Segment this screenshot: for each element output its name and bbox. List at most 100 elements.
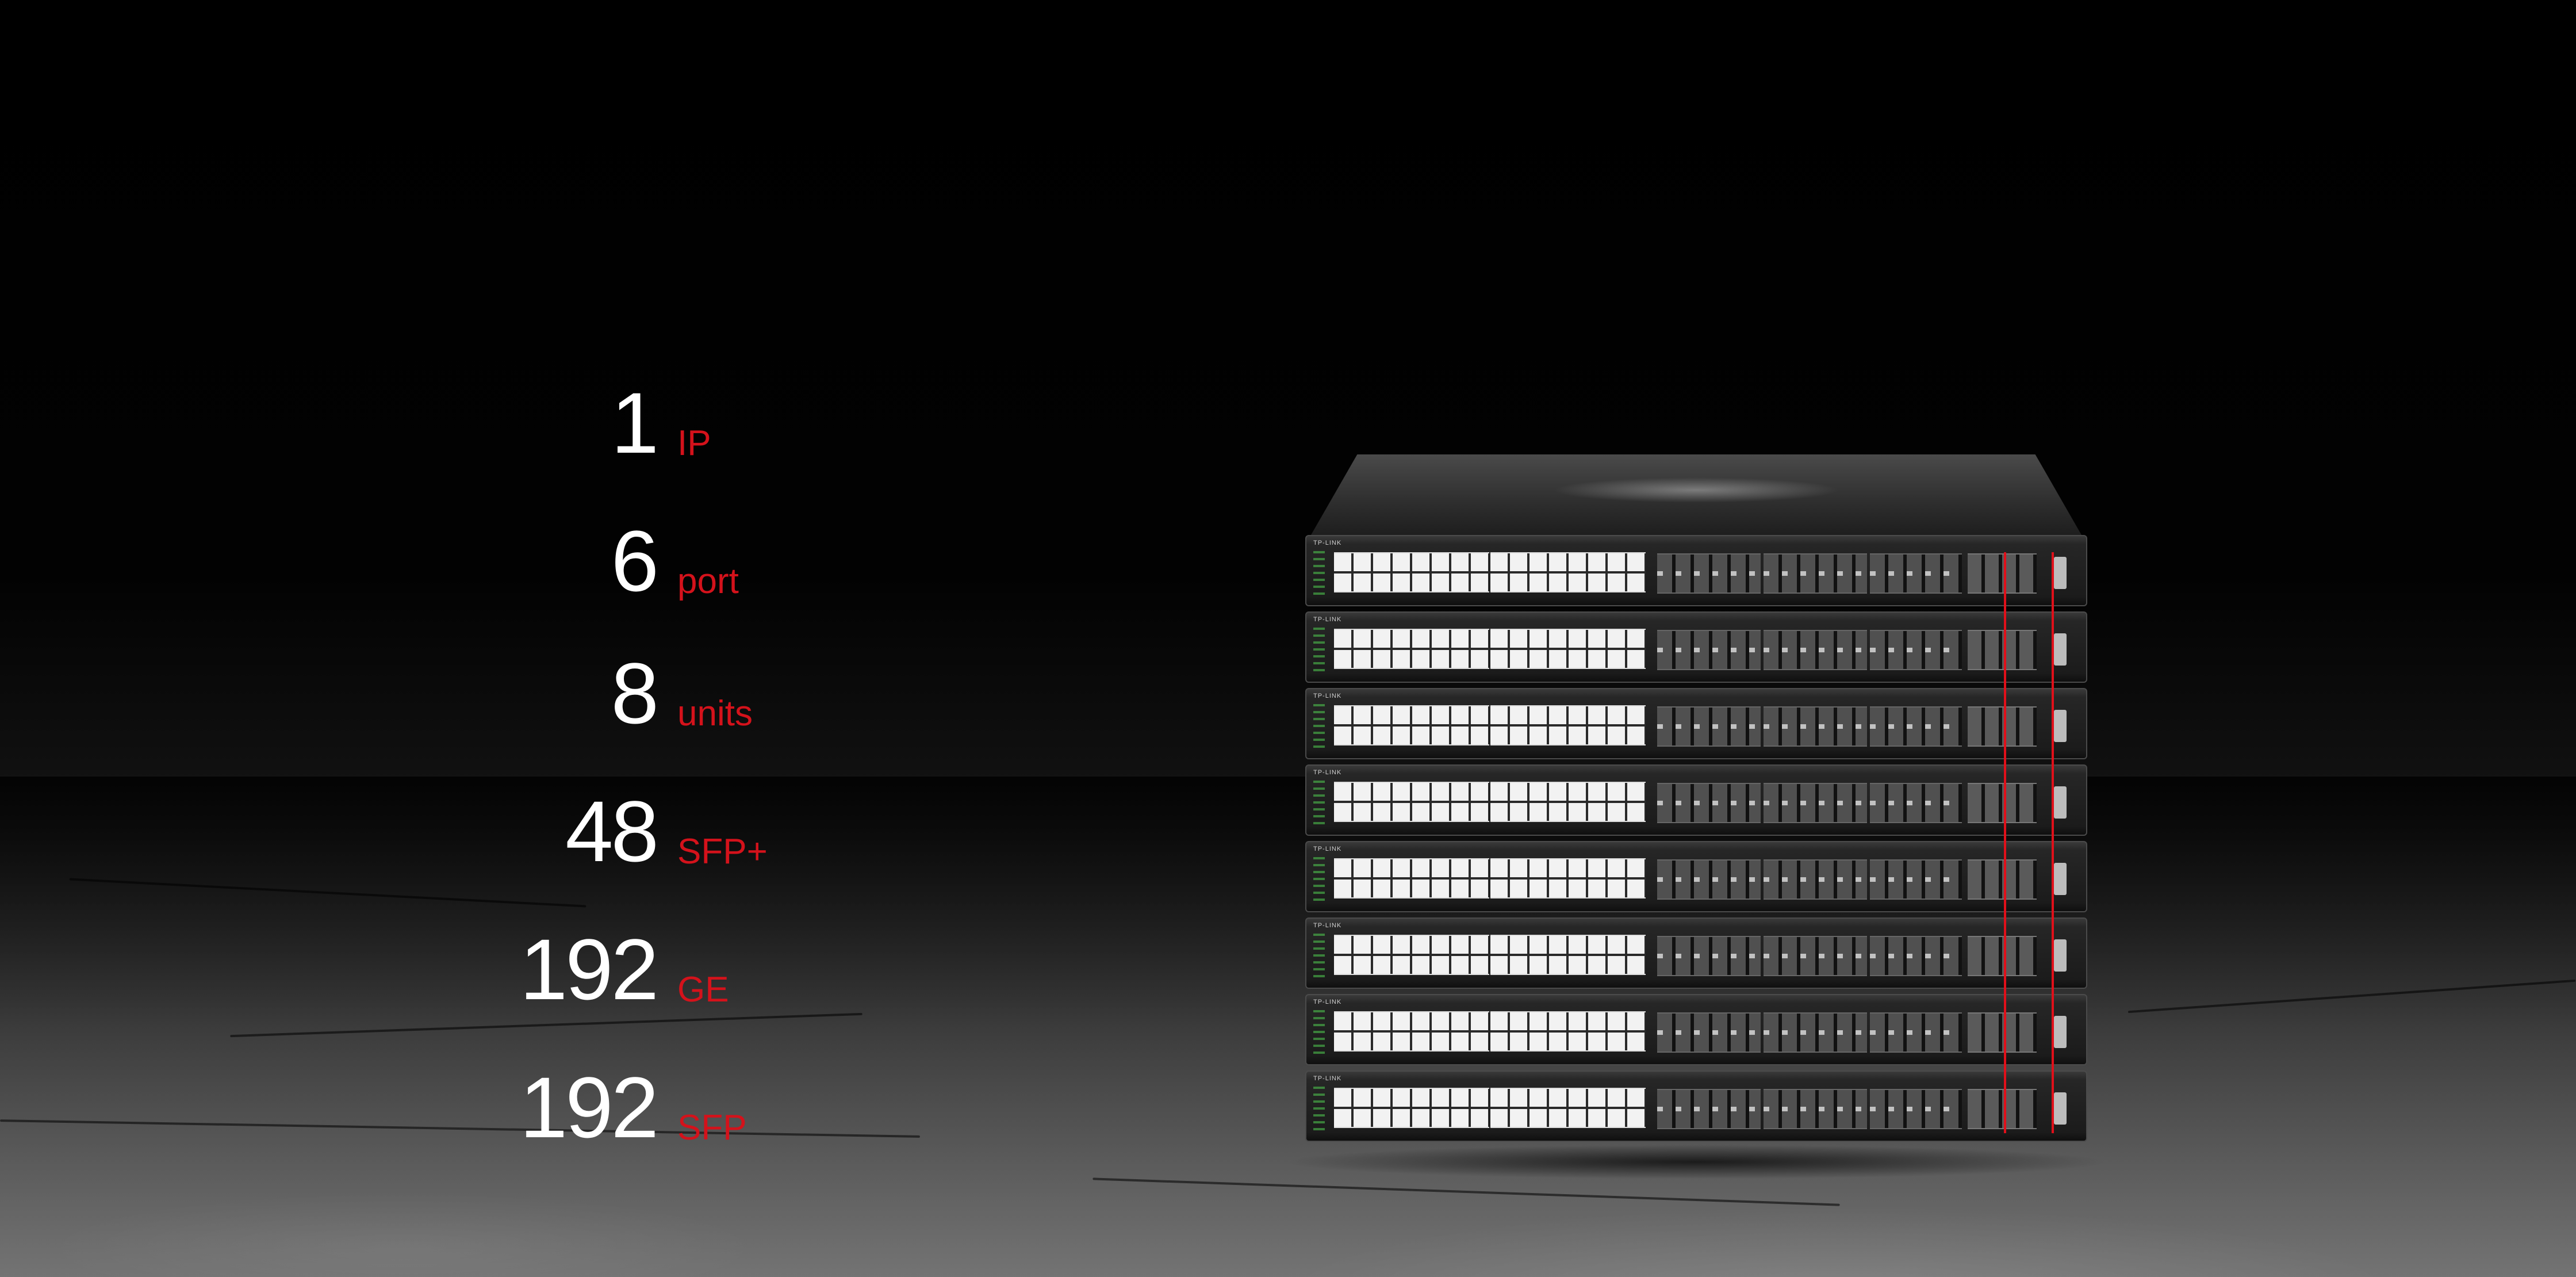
- sfp-plus-port-group: [1968, 1089, 2037, 1129]
- rj45-port-group: [1490, 1088, 1646, 1128]
- sfp-port-group: [1657, 1089, 1761, 1129]
- sfp-port-group: [1657, 859, 1761, 900]
- sfp-port-group: [1657, 936, 1761, 976]
- switch-unit: TP-LINK: [1305, 841, 2087, 912]
- rj45-port-group: [1490, 858, 1646, 899]
- sfp-port-group: [1870, 553, 1962, 594]
- rj45-port-group: [1334, 782, 1489, 822]
- sfp-plus-port-group: [1968, 553, 2037, 594]
- stack-shadow: [1282, 1145, 2110, 1179]
- concrete-floor: [0, 777, 2576, 1277]
- stat-unit: IP: [677, 423, 711, 463]
- stat-value: 192: [519, 921, 659, 1018]
- stat-unit: port: [677, 561, 739, 601]
- switch-brand-label: TP-LINK: [1313, 846, 1342, 852]
- switch-brand-label: TP-LINK: [1313, 540, 1342, 546]
- stat-list: 1 IP 6 port 8 units 48 SFP+ 192 GE 192 S…: [0, 0, 805, 1277]
- switch-unit: TP-LINK: [1305, 764, 2087, 836]
- rj45-port-group: [1334, 935, 1489, 975]
- sfp-port-group: [1764, 1012, 1867, 1053]
- stat-sfp: 192 SFP: [0, 1053, 805, 1168]
- floor-crack: [1092, 1177, 1840, 1206]
- rj45-port-group: [1490, 552, 1646, 592]
- stat-value: 8: [611, 645, 659, 741]
- switch-lid: [1311, 454, 2082, 535]
- switch-unit: TP-LINK: [1305, 1070, 2087, 1142]
- sfp-port-group: [1764, 630, 1867, 670]
- sfp-port-group: [1764, 706, 1867, 747]
- sfp-port-group: [1764, 936, 1867, 976]
- sfp-port-group: [1764, 783, 1867, 823]
- sfp-plus-port-group: [1968, 630, 2037, 670]
- rj45-port-group: [1490, 705, 1646, 745]
- rj45-port-group: [1490, 1011, 1646, 1052]
- rj45-port-group: [1334, 858, 1489, 899]
- rj45-port-group: [1490, 629, 1646, 669]
- switch-unit: TP-LINK: [1305, 917, 2087, 989]
- switch-brand-label: TP-LINK: [1313, 769, 1342, 776]
- sfp-port-group: [1870, 630, 1962, 670]
- stat-ge: 192 GE: [0, 915, 805, 1030]
- stat-unit: GE: [677, 970, 729, 1010]
- rj45-port-group: [1334, 552, 1489, 592]
- switch-unit: TP-LINK: [1305, 688, 2087, 759]
- sfp-plus-port-group: [1968, 706, 2037, 747]
- status-leds: [1313, 781, 1325, 827]
- sfp-port-group: [1657, 553, 1761, 594]
- stat-port: 6 port: [0, 506, 805, 621]
- stack-cable: [2004, 552, 2006, 1133]
- rj45-port-group: [1490, 935, 1646, 975]
- sfp-port-group: [1657, 1012, 1761, 1053]
- floor-crack: [2128, 979, 2576, 1014]
- switch-brand-label: TP-LINK: [1313, 1075, 1342, 1082]
- status-leds: [1313, 1087, 1325, 1133]
- stat-value: 6: [611, 513, 659, 609]
- switch-brand-label: TP-LINK: [1313, 922, 1342, 929]
- console-port: [2054, 939, 2067, 972]
- console-port: [2054, 786, 2067, 819]
- sfp-port-group: [1870, 783, 1962, 823]
- status-leds: [1313, 934, 1325, 980]
- rj45-port-group: [1490, 782, 1646, 822]
- switch-brand-label: TP-LINK: [1313, 999, 1342, 1005]
- switch-unit: TP-LINK: [1305, 994, 2087, 1065]
- stat-units: 8 units: [0, 638, 805, 754]
- status-leds: [1313, 1010, 1325, 1056]
- stat-ip: 1 IP: [0, 368, 805, 483]
- console-port: [2054, 710, 2067, 742]
- switch-brand-label: TP-LINK: [1313, 616, 1342, 623]
- status-leds: [1313, 551, 1325, 597]
- console-port: [2054, 1016, 2067, 1048]
- sfp-port-group: [1870, 859, 1962, 900]
- status-leds: [1313, 628, 1325, 674]
- status-leds: [1313, 857, 1325, 903]
- sfp-port-group: [1657, 783, 1761, 823]
- sfp-port-group: [1764, 859, 1867, 900]
- console-port: [2054, 557, 2067, 589]
- sfp-port-group: [1870, 1012, 1962, 1053]
- sfp-plus-port-group: [1968, 1012, 2037, 1053]
- stat-unit: units: [677, 694, 753, 733]
- sfp-plus-port-group: [1968, 859, 2037, 900]
- status-leds: [1313, 704, 1325, 750]
- stat-value: 48: [565, 783, 659, 880]
- stat-sfp-plus: 48 SFP+: [0, 777, 805, 892]
- switch-stack: TP-LINK TP-LINK TP-LINK TP-LINK TP-LINK TP-LI…: [1300, 454, 2093, 1168]
- console-port: [2054, 1092, 2067, 1125]
- stack-cable: [2052, 552, 2054, 1133]
- switch-brand-label: TP-LINK: [1313, 693, 1342, 699]
- sfp-port-group: [1764, 553, 1867, 594]
- lid-logo-highlight: [1552, 477, 1840, 503]
- stat-unit: SFP: [677, 1108, 747, 1148]
- rj45-port-group: [1334, 629, 1489, 669]
- switch-unit: TP-LINK: [1305, 535, 2087, 606]
- sfp-port-group: [1764, 1089, 1867, 1129]
- sfp-plus-port-group: [1968, 783, 2037, 823]
- stat-value: 192: [519, 1059, 659, 1156]
- console-port: [2054, 633, 2067, 666]
- switch-unit: TP-LINK: [1305, 611, 2087, 683]
- rj45-port-group: [1334, 705, 1489, 745]
- sfp-port-group: [1870, 936, 1962, 976]
- sfp-port-group: [1870, 706, 1962, 747]
- sfp-port-group: [1870, 1089, 1962, 1129]
